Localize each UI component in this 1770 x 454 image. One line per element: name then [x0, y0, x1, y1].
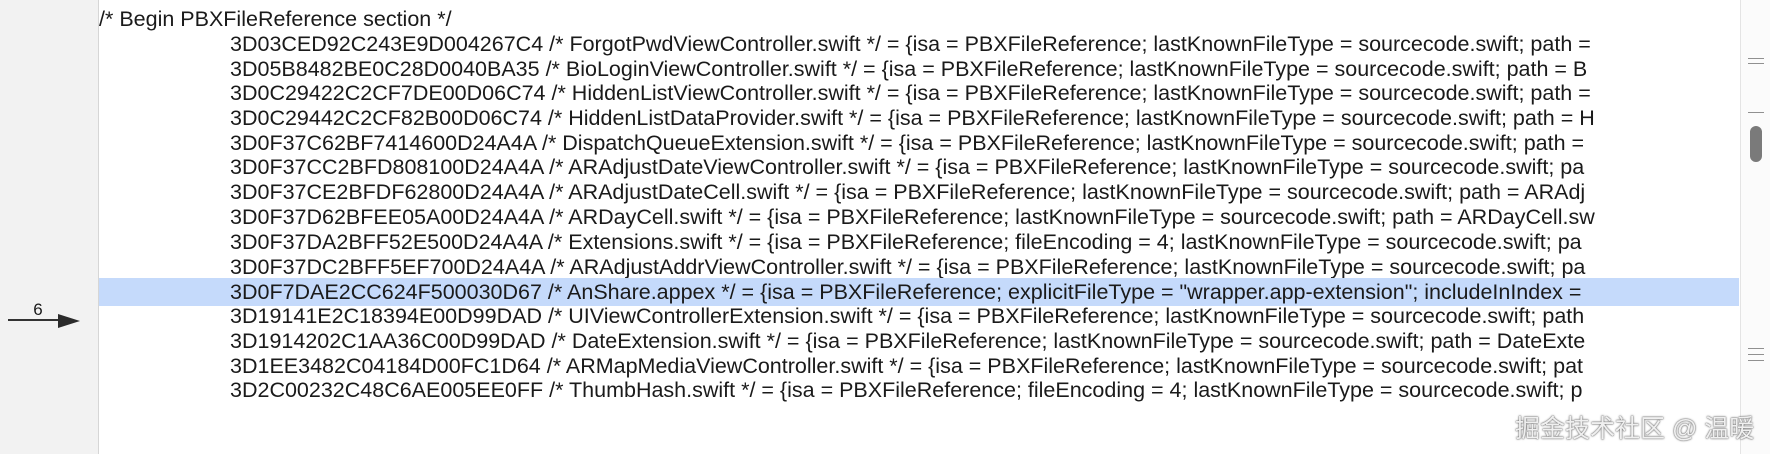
code-line: 3D03CED92C243E9D004267C4 /* ForgotPwdVie… [99, 30, 1739, 58]
code-line: 3D0C29422C2CF7DE00D06C74 /* HiddenListVi… [99, 79, 1739, 107]
file-reference-entry: 3D0F37DC2BFF5EF700D24A4A /* ARAdjustAddr… [230, 255, 1586, 279]
code-line: 3D0F37CE2BFDF62800D24A4A /* ARAdjustDate… [99, 178, 1739, 206]
file-reference-entry: 3D05B8482BE0C28D0040BA35 /* BioLoginView… [230, 57, 1588, 81]
minimap-marker [1748, 360, 1764, 361]
file-reference-entry: 3D19141E2C18394E00D99DAD /* UIViewContro… [230, 304, 1585, 328]
debug-step-number: 6 [33, 300, 43, 319]
code-line: 3D0F37CC2BFD808100D24A4A /* ARAdjustDate… [99, 153, 1739, 181]
file-reference-entry: 3D0F37CE2BFDF62800D24A4A /* ARAdjustDate… [230, 180, 1586, 204]
code-line: 3D0F37D62BFEE05A00D24A4A /* ARDayCell.sw… [99, 203, 1739, 231]
file-reference-entry: 3D0C29422C2CF7DE00D06C74 /* HiddenListVi… [230, 81, 1591, 105]
current-line-highlight[interactable]: 3D0F7DAE2CC624F500030D67 /* AnShare.appe… [99, 278, 1739, 306]
code-line: /* Begin PBXFileReference section */ [99, 5, 1739, 33]
code-line: 3D05B8482BE0C28D0040BA35 /* BioLoginView… [99, 55, 1739, 83]
code-line: 3D0F37DC2BFF5EF700D24A4A /* ARAdjustAddr… [99, 253, 1739, 281]
code-line: 3D0F37C62BF7414600D24A4A /* DispatchQueu… [99, 129, 1739, 157]
debugger-current-line-arrow-icon[interactable] [0, 310, 84, 332]
file-reference-entry: 3D03CED92C243E9D004267C4 /* ForgotPwdVie… [230, 32, 1591, 56]
file-reference-entry: 3D0F37CC2BFD808100D24A4A /* ARAdjustDate… [230, 155, 1585, 179]
minimap-marker [1748, 354, 1764, 355]
file-reference-entry: 3D0F37DA2BFF52E500D24A4A /* Extensions.s… [230, 230, 1582, 254]
minimap-scrollbar[interactable] [1740, 0, 1770, 454]
minimap-marker [1748, 348, 1764, 349]
code-line: 3D0F37DA2BFF52E500D24A4A /* Extensions.s… [99, 228, 1739, 256]
line-gutter: 6 [0, 0, 99, 454]
watermark: 掘金技术社区 @ 温暖 [1515, 415, 1755, 443]
section-comment: /* Begin PBXFileReference section */ [99, 7, 452, 31]
file-reference-entry: 3D0F7DAE2CC624F500030D67 /* AnShare.appe… [230, 280, 1582, 304]
file-reference-entry: 3D1EE3482C04184D00FC1D64 /* ARMapMediaVi… [230, 354, 1584, 378]
file-reference-entry: 3D1914202C1AA36C00D99DAD /* DateExtensio… [230, 329, 1586, 353]
code-line: 3D0C29442C2CF82B00D06C74 /* HiddenListDa… [99, 104, 1739, 132]
scrollbar-thumb[interactable] [1750, 126, 1762, 162]
code-editor[interactable]: /* Begin PBXFileReference section */ 3D0… [99, 0, 1739, 454]
minimap-marker [1748, 63, 1764, 64]
code-line: 3D1EE3482C04184D00FC1D64 /* ARMapMediaVi… [99, 352, 1739, 380]
minimap-marker [1748, 112, 1764, 113]
file-reference-entry: 3D2C00232C48C6AE005EE0FF /* ThumbHash.sw… [230, 378, 1583, 402]
file-reference-entry: 3D0F37C62BF7414600D24A4A /* DispatchQueu… [230, 131, 1585, 155]
file-reference-entry: 3D0C29442C2CF82B00D06C74 /* HiddenListDa… [230, 106, 1595, 130]
file-reference-entry: 3D0F37D62BFEE05A00D24A4A /* ARDayCell.sw… [230, 205, 1595, 229]
minimap-marker [1748, 58, 1764, 59]
code-line: 3D1914202C1AA36C00D99DAD /* DateExtensio… [99, 327, 1739, 355]
code-line: 3D19141E2C18394E00D99DAD /* UIViewContro… [99, 302, 1739, 330]
code-line: 3D2C00232C48C6AE005EE0FF /* ThumbHash.sw… [99, 376, 1739, 404]
